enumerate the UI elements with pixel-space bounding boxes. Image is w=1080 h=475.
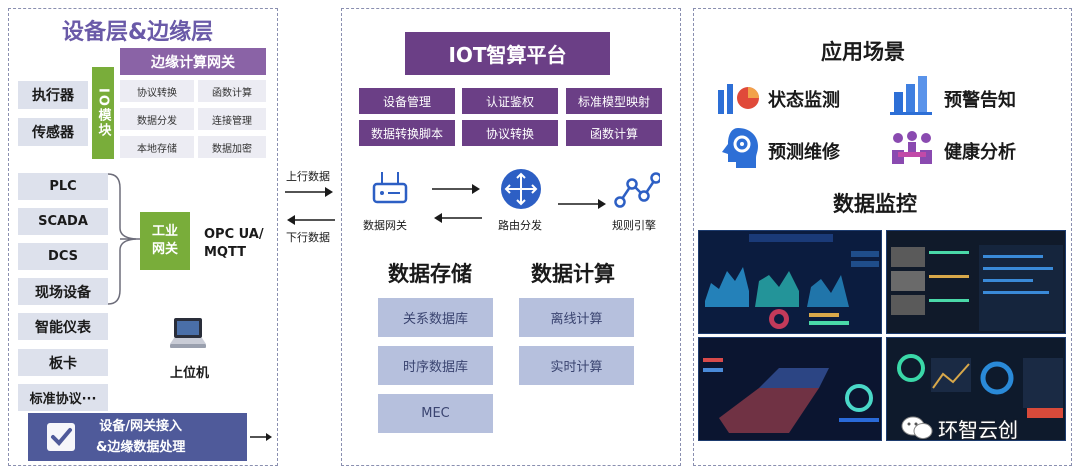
device-actuator: 执行器 xyxy=(18,81,88,109)
watermark-text: 环智云创 xyxy=(938,418,1018,442)
storage-title: 数据存储 xyxy=(388,262,472,286)
feature-device-manage: 设备管理 xyxy=(359,88,455,114)
data-gateway-label: 数据网关 xyxy=(363,219,407,232)
dashboard-3-graphic xyxy=(699,338,881,440)
compute-offline: 离线计算 xyxy=(519,298,634,337)
dashboard-screenshot-2 xyxy=(886,230,1066,334)
feature-data-script: 数据转换脚本 xyxy=(359,120,455,146)
app-health-analysis: 健康分析 xyxy=(944,142,1016,163)
device-edge-panel xyxy=(8,8,278,466)
bracket-connector xyxy=(107,173,140,305)
routing-icon xyxy=(501,169,541,209)
application-panel xyxy=(693,8,1072,466)
feature-auth: 认证鉴权 xyxy=(462,88,558,114)
uplink-arrow-icon xyxy=(285,187,333,197)
device-field: 现场设备 xyxy=(18,278,108,305)
storage-timeseries-db: 时序数据库 xyxy=(378,346,493,385)
alert-bars-icon xyxy=(890,76,932,115)
dashboard-screenshot-3 xyxy=(698,337,882,441)
routing-label: 路由分发 xyxy=(498,219,542,232)
dashboard-screenshot-1 xyxy=(698,230,882,334)
opc-mqtt-label: OPC UA/ MQTT xyxy=(204,227,264,260)
iot-platform-panel xyxy=(341,8,681,466)
monitoring-title: 数据监控 xyxy=(833,192,917,216)
flow-arrow-right-icon xyxy=(432,184,480,194)
host-computer-label: 上位机 xyxy=(170,366,210,381)
computer-icon xyxy=(170,318,206,348)
gateway-connection-manage: 连接管理 xyxy=(198,108,266,130)
gear-head-icon xyxy=(722,128,758,168)
gateway-data-encrypt: 数据加密 xyxy=(198,136,266,158)
edge-footer-text: 设备/网关接入 &边缘数据处理 xyxy=(96,419,186,455)
gateway-function-compute: 函数计算 xyxy=(198,80,266,102)
downlink-arrow-icon xyxy=(287,215,335,225)
applications-title: 应用场景 xyxy=(821,40,905,64)
io-module-label: IO模块 xyxy=(95,88,111,138)
app-early-warning: 预警告知 xyxy=(944,90,1016,111)
industrial-gateway: 工业网关 xyxy=(140,212,190,270)
router-icon xyxy=(372,172,408,204)
app-status-monitor: 状态监测 xyxy=(768,90,840,111)
io-module: IO模块 xyxy=(92,67,114,159)
device-dcs: DCS xyxy=(18,243,108,270)
device-standard-protocol: 标准协议··· xyxy=(18,384,108,411)
flow-arrow-rule-icon xyxy=(558,199,606,209)
team-meeting-icon xyxy=(892,131,932,164)
dashboard-2-graphic xyxy=(887,231,1065,333)
compute-realtime: 实时计算 xyxy=(519,346,634,385)
flow-arrow-left-icon xyxy=(434,213,482,223)
iot-platform-title: IOT智算平台 xyxy=(405,32,610,75)
gateway-data-distribute: 数据分发 xyxy=(120,108,194,130)
app-predictive-maintenance: 预测维修 xyxy=(768,142,840,163)
feature-protocol-convert: 协议转换 xyxy=(462,120,558,146)
storage-relational-db: 关系数据库 xyxy=(378,298,493,337)
industrial-gateway-label: 工业网关 xyxy=(151,224,178,257)
feature-model-mapping: 标准模型映射 xyxy=(566,88,662,114)
feature-function-compute: 函数计算 xyxy=(566,120,662,146)
footer-arrow-icon xyxy=(250,433,272,441)
dashboard-1-graphic xyxy=(699,231,881,333)
edge-gateway-title: 边缘计算网关 xyxy=(120,48,266,75)
device-edge-title: 设备层&边缘层 xyxy=(62,20,214,45)
compute-title: 数据计算 xyxy=(531,262,615,286)
gateway-protocol-convert: 协议转换 xyxy=(120,80,194,102)
device-sensor: 传感器 xyxy=(18,118,88,146)
rule-engine-label: 规则引擎 xyxy=(612,219,656,232)
chart-monitor-icon xyxy=(718,84,759,114)
uplink-label: 上行数据 xyxy=(286,170,330,183)
checkbox-icon xyxy=(47,423,75,451)
wechat-icon xyxy=(901,416,933,439)
storage-mec: MEC xyxy=(378,394,493,433)
device-smart-meter: 智能仪表 xyxy=(18,313,108,340)
gateway-local-storage: 本地存储 xyxy=(120,136,194,158)
downlink-label: 下行数据 xyxy=(286,231,330,244)
rule-engine-icon xyxy=(614,172,660,208)
device-board-card: 板卡 xyxy=(18,349,108,376)
device-scada: SCADA xyxy=(18,208,108,235)
device-plc: PLC xyxy=(18,173,108,200)
